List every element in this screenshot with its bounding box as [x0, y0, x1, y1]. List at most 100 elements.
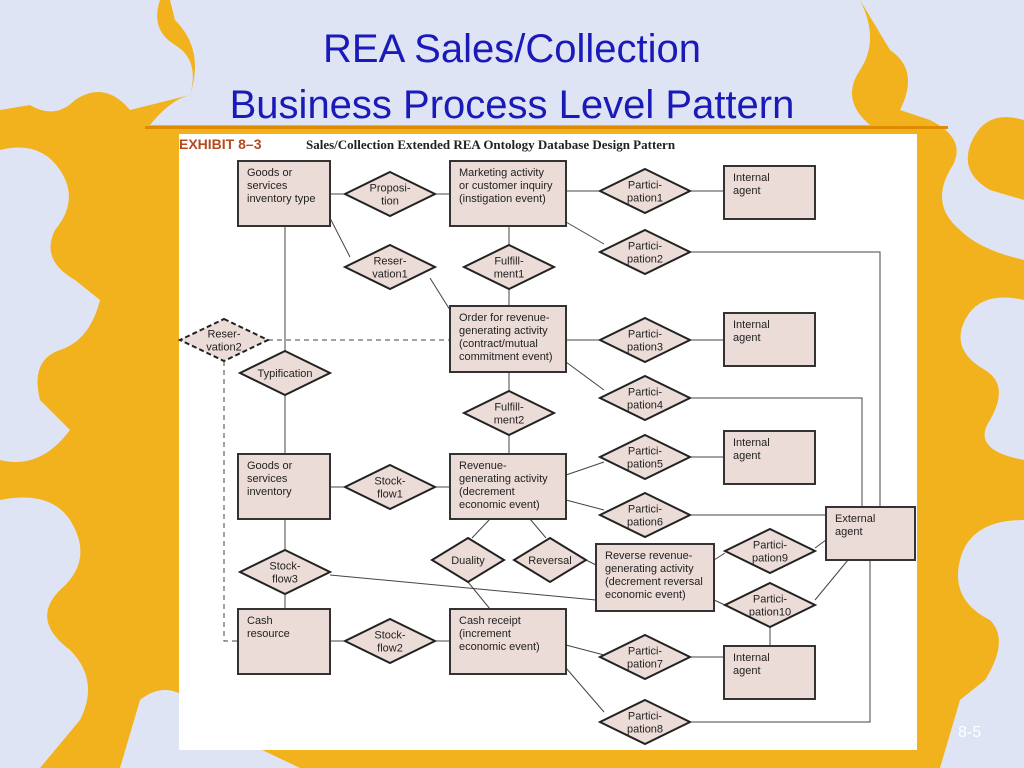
- relationship-stockflow2: Stock-flow2: [342, 617, 438, 665]
- relationship-diamond: [512, 536, 588, 584]
- relationship-label-line: ment1: [494, 269, 525, 281]
- relationship-diamond: [461, 243, 557, 291]
- relationship-diamond: [722, 527, 818, 575]
- relationship-label-line: Stock-: [374, 476, 406, 488]
- entity-box: [449, 305, 567, 373]
- puzzle-piece-right-low: [940, 520, 1024, 768]
- relationship-participation8: Partici-pation8: [597, 698, 693, 746]
- entity-box: [595, 543, 715, 612]
- entity-box: [237, 608, 331, 675]
- entity-label-line: Cash receipt: [459, 615, 521, 627]
- relationship-diamond: [597, 633, 693, 681]
- connector-reverse-participation10: [713, 599, 726, 606]
- connector-duality-cash-receipt: [467, 581, 491, 610]
- relationship-label-line: vation1: [372, 269, 407, 281]
- entity-label-line: Goods or: [247, 460, 293, 472]
- relationship-reversal: Reversal: [512, 536, 588, 584]
- entity-label-line: Goods or: [247, 167, 293, 179]
- entity-order: Order for revenue-generating activity(co…: [449, 305, 567, 373]
- relationship-label-line: Fulfill-: [494, 402, 524, 414]
- relationship-participation3: Partici-pation3: [597, 316, 693, 364]
- puzzle-piece-title-area: [150, 0, 870, 125]
- relationship-label-line: flow1: [377, 489, 403, 501]
- relationship-label-line: pation7: [627, 659, 663, 671]
- connector-cash-receipt-participation7: [565, 644, 605, 656]
- relationship-diamond: [597, 316, 693, 364]
- relationship-participation5: Partici-pation5: [597, 433, 693, 481]
- relationship-diamond: [342, 170, 438, 218]
- connector-cash-receipt-participation8: [565, 667, 605, 713]
- relationship-participation10: Partici-pation10: [722, 581, 818, 629]
- relationship-label-line: Partici-: [628, 446, 663, 458]
- entity-label-line: generating activity: [459, 325, 548, 337]
- connector-goods-type-reservation1: [329, 217, 351, 258]
- relationship-reservation2: Reser-vation2: [177, 317, 271, 363]
- relationship-label-line: Partici-: [628, 180, 663, 192]
- entity-label-line: (instigation event): [459, 193, 546, 205]
- relationship-participation2: Partici-pation2: [597, 228, 693, 276]
- relationship-diamond: [597, 433, 693, 481]
- relationship-diamond: [342, 463, 438, 511]
- relationship-label-line: vation2: [206, 342, 241, 354]
- entity-reverse: Reverse revenue-generating activity(decr…: [595, 543, 715, 612]
- entity-box: [237, 453, 331, 520]
- relationship-label-line: Duality: [451, 555, 485, 567]
- entity-label-line: services: [247, 180, 288, 192]
- entity-label-line: economic event): [605, 589, 686, 601]
- relationship-fulfillment2: Fulfill-ment2: [461, 389, 557, 437]
- entity-label-line: External: [835, 513, 875, 525]
- relationship-diamond: [177, 317, 271, 363]
- entity-label-line: inventory type: [247, 193, 315, 205]
- relationship-proposition: Proposi-tion: [342, 170, 438, 218]
- relationship-diamond: [597, 374, 693, 422]
- entity-label-line: (decrement: [459, 486, 515, 498]
- connector-revenue-participation6: [565, 499, 605, 511]
- relationship-duality: Duality: [430, 536, 506, 584]
- relationship-reservation1: Reser-vation1: [342, 243, 438, 291]
- title-underline: [145, 126, 948, 129]
- relationship-diamond: [597, 698, 693, 746]
- puzzle-piece-left: [0, 147, 100, 462]
- entity-label-line: Reverse revenue-: [605, 550, 693, 562]
- entity-label-line: agent: [835, 526, 863, 538]
- relationship-label-line: pation9: [752, 553, 788, 565]
- entity-box: [723, 645, 816, 700]
- connector-revenue-participation5: [565, 461, 605, 476]
- page-number: 8-5: [958, 724, 982, 741]
- relationship-label-line: pation6: [627, 517, 663, 529]
- relationship-diamond: [237, 349, 333, 397]
- relationship-label-line: Partici-: [628, 241, 663, 253]
- relationship-label-line: Partici-: [753, 594, 788, 606]
- relationship-label-line: Partici-: [628, 646, 663, 658]
- entity-label-line: economic event): [459, 499, 540, 511]
- entity-label-line: Internal: [733, 437, 770, 449]
- relationship-label-line: flow3: [272, 574, 298, 586]
- connector-revenue-duality: [471, 518, 491, 539]
- relationship-label-line: Fulfill-: [494, 256, 524, 268]
- entity-label-line: agent: [733, 665, 761, 677]
- entity-label-line: Internal: [733, 172, 770, 184]
- entity-revenue: Revenue-generating activity(decrementeco…: [449, 453, 567, 520]
- slide-title-line1: REA Sales/Collection: [323, 27, 701, 71]
- exhibit-label: EXHIBIT 8–3: [179, 136, 262, 152]
- entity-box: [449, 160, 567, 227]
- connector-revenue-reversal: [529, 518, 547, 539]
- entity-label-line: generating activity: [605, 563, 694, 575]
- connector-participation9-external-agent: [814, 539, 827, 549]
- relationship-label-line: Reversal: [528, 555, 571, 567]
- entity-label-line: (contract/mutual: [459, 338, 538, 350]
- entity-box: [723, 430, 816, 485]
- relationship-diamond: [597, 167, 693, 215]
- relationship-diamond: [342, 243, 438, 291]
- entity-label-line: Revenue-: [459, 460, 507, 472]
- connector-marketing-participation2: [565, 221, 605, 245]
- relationship-label-line: Partici-: [628, 387, 663, 399]
- exhibit-caption: Sales/Collection Extended REA Ontology D…: [306, 137, 676, 152]
- connector-participation2-external-agent: [690, 251, 881, 507]
